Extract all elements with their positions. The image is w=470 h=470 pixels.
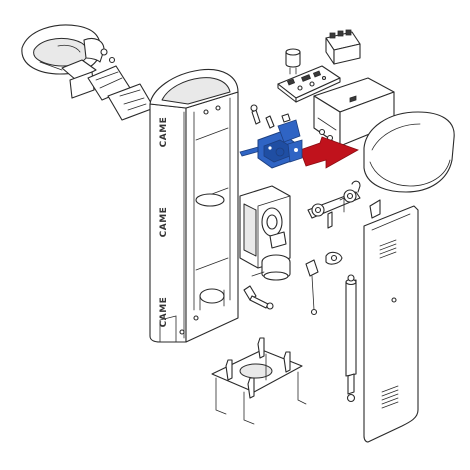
pointer-arrow [299,136,359,169]
gas-spring [345,274,357,403]
access-door [363,205,419,443]
release-key [243,285,274,310]
anchor-plate [211,337,307,425]
card-plate-large [107,83,155,121]
control-box [313,77,395,147]
gearmotor [239,185,291,281]
svg-text:CAME: CAME [159,297,169,328]
small-fasteners [250,104,291,129]
spring-anchor [305,251,343,316]
highlighted-part [239,119,303,169]
terminal-block [325,29,361,65]
capacitor [285,48,301,75]
brand-mark-2: CAME [159,207,169,238]
control-board [277,65,341,103]
top-cover [21,24,105,75]
svg-text:CAME: CAME [159,207,169,238]
cabinet-housing [149,68,239,343]
balance-lever [307,180,381,229]
svg-text:CAME: CAME [159,117,169,148]
brand-mark-3: CAME [159,297,169,328]
dome-cover [363,111,455,193]
brand-mark-1: CAME [159,117,169,148]
